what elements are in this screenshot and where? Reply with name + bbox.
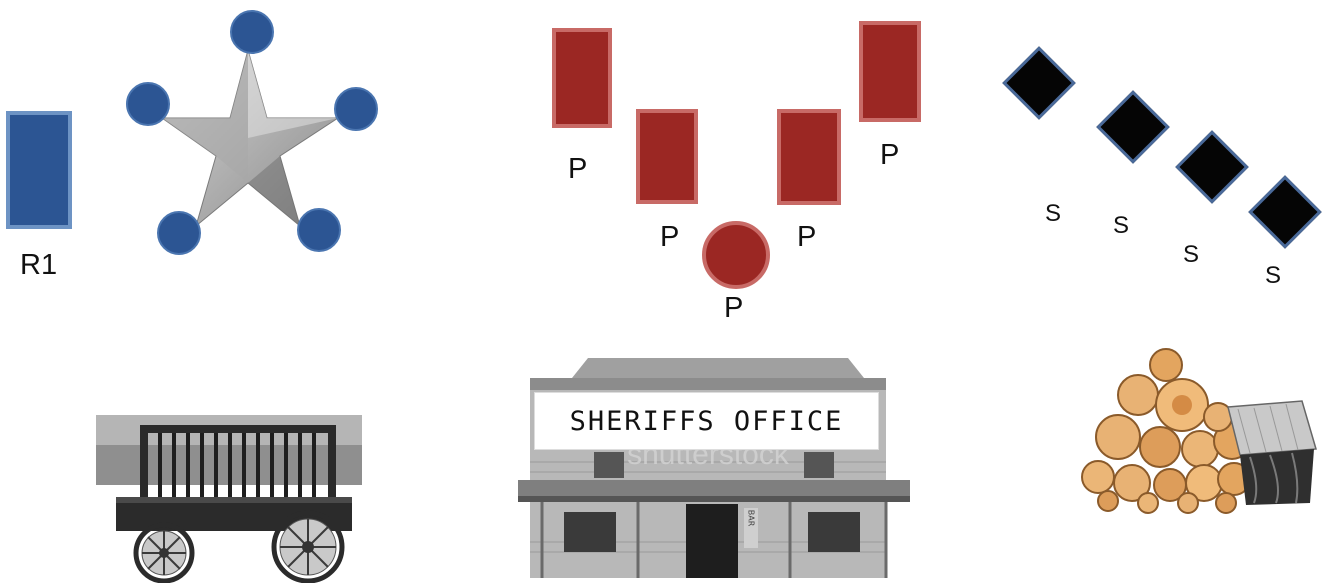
p-label-mid-left: P: [660, 223, 679, 252]
star-point-bottom-right: [297, 208, 341, 252]
s-diamond-1: [1002, 46, 1076, 120]
p-label-top-left: P: [568, 155, 587, 184]
p-rect-top-left: [552, 28, 612, 128]
star-point-top: [230, 10, 274, 54]
s-label-1: S: [1045, 202, 1061, 226]
sheriffs-office-building-image: BAR shutterstock: [518, 352, 910, 582]
p-circle: [702, 221, 770, 289]
s-label-2: S: [1113, 214, 1129, 238]
bar-sign: BAR: [747, 510, 756, 527]
s-label-4: S: [1265, 264, 1281, 288]
s-diamond-3: [1175, 130, 1249, 204]
star-point-right: [334, 87, 378, 131]
p-rect-mid-left: [636, 109, 698, 204]
p-rect-mid-right: [777, 109, 841, 205]
r1-label: R1: [20, 251, 57, 280]
prison-wagon-image: [96, 415, 362, 583]
s-diamond-2: [1096, 90, 1170, 164]
p-label-mid-right: P: [797, 223, 816, 252]
sheriff-star-icon: [160, 38, 340, 233]
s-label-3: S: [1183, 243, 1199, 267]
star-point-bottom-left: [157, 211, 201, 255]
sheriffs-office-sign: SHERIFFS OFFICE: [534, 392, 879, 450]
p-label-top-right: P: [880, 141, 899, 170]
woodpile-shed-image: [1078, 337, 1322, 515]
star-point-left: [126, 82, 170, 126]
p-label-bottom: P: [724, 294, 743, 323]
s-diamond-4: [1248, 175, 1322, 249]
p-rect-top-right: [859, 21, 921, 122]
r1-rectangle: [6, 111, 72, 229]
